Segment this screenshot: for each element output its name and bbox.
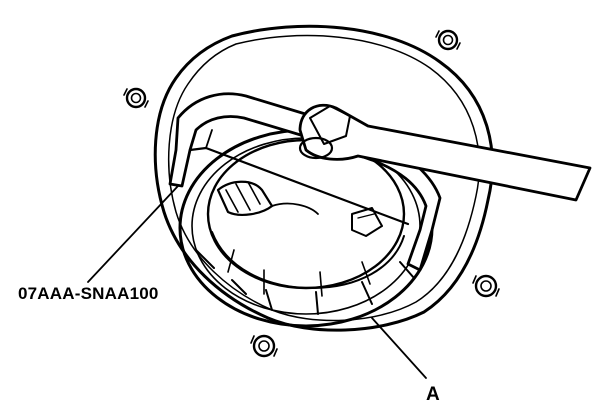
mounting-nut-left — [123, 87, 149, 109]
callout-a-label: A — [426, 384, 440, 405]
tool-leader-line — [87, 185, 179, 283]
part-a-leader-line — [371, 317, 427, 379]
mounting-nut-top-right — [435, 29, 461, 51]
access-panel-outline — [153, 24, 494, 332]
special-tool-part-number-label: 07AAA-SNAA100 — [18, 284, 159, 303]
breaker-bar — [298, 103, 592, 202]
mounting-nut-right — [472, 274, 500, 298]
mounting-nut-bottom — [250, 334, 278, 358]
fuel-pump-flange — [206, 138, 406, 297]
fuel-hose-fitting — [216, 180, 319, 216]
